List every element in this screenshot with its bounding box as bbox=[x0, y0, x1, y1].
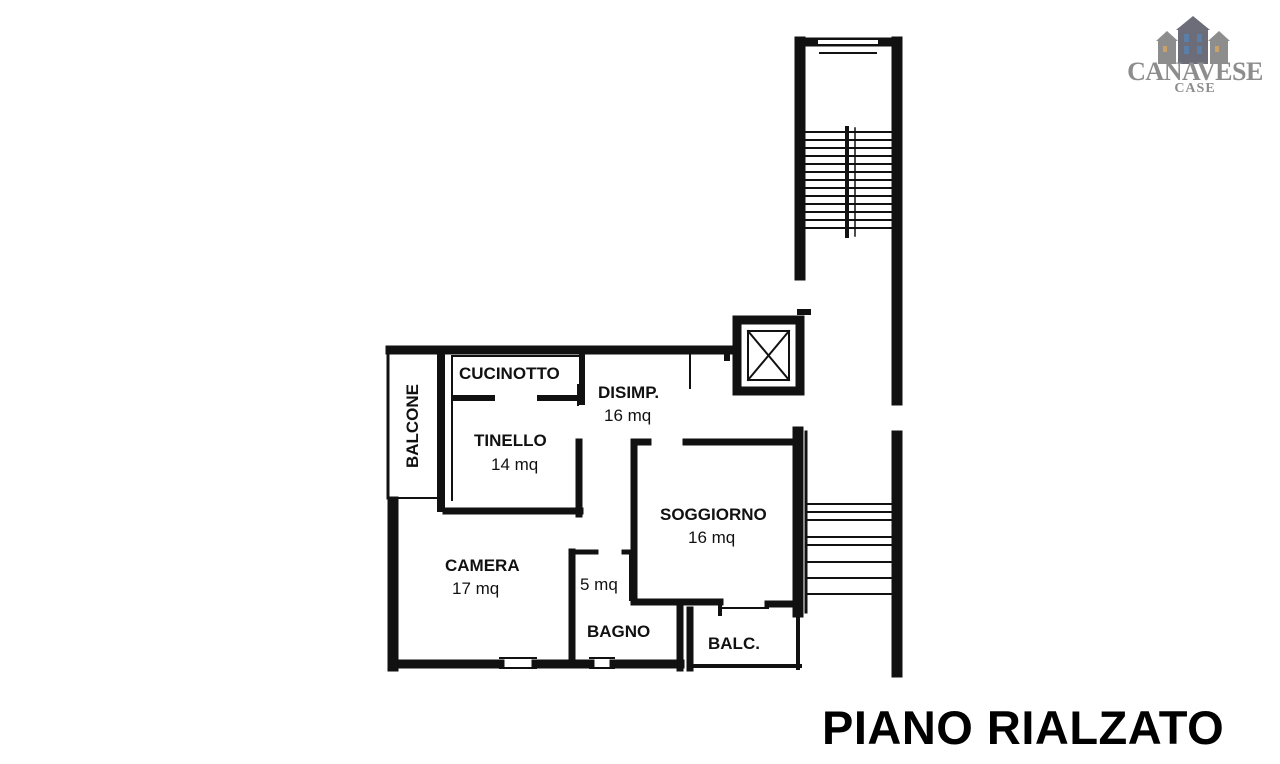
interior-walls bbox=[442, 349, 802, 672]
elevator-shaft-icon bbox=[732, 309, 811, 396]
lower-stairs-icon bbox=[805, 503, 892, 595]
room-disimp-area: 16 mq bbox=[604, 406, 652, 425]
upper-stairs-icon bbox=[805, 126, 892, 238]
room-balcone-label: BALCONE bbox=[403, 383, 422, 469]
room-soggiorno-area: 16 mq bbox=[688, 528, 736, 547]
stair-tower-walls bbox=[794, 36, 903, 406]
room-tinello-area: 14 mq bbox=[491, 455, 539, 474]
lower-stair-walls bbox=[804, 430, 903, 678]
apartment-walls bbox=[385, 345, 804, 672]
floor-title: PIANO RIALZATO bbox=[822, 701, 1225, 754]
houses-logo-icon bbox=[1156, 16, 1230, 64]
room-cucinotto-label: CUCINOTTO bbox=[459, 364, 560, 383]
room-camera-area: 17 mq bbox=[452, 579, 500, 598]
room-soggiorno-label: SOGGIORNO bbox=[660, 505, 767, 524]
room-bagno-label: BAGNO bbox=[587, 622, 651, 641]
logo-subtitle: CASE bbox=[1174, 81, 1216, 96]
room-disimp-label: DISIMP. bbox=[598, 383, 660, 402]
room-balc-label: BALC. bbox=[708, 634, 760, 653]
room-tinello-label: TINELLO bbox=[474, 431, 547, 450]
room-camera-label: CAMERA bbox=[445, 556, 520, 575]
logo-name: CANAVESE bbox=[1127, 57, 1263, 86]
room-bagno-area: 5 mq bbox=[580, 575, 618, 594]
